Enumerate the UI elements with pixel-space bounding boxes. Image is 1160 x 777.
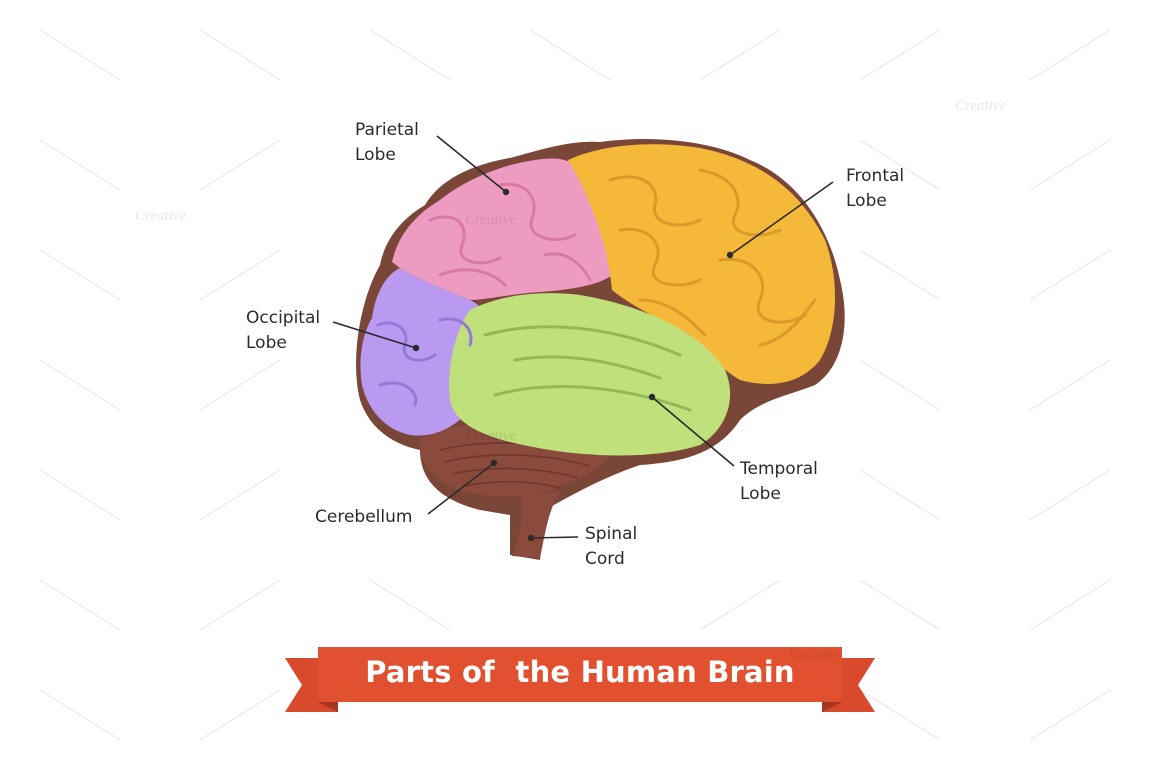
watermark-text: Creative (790, 646, 841, 663)
diagram-title: Parts of the Human Brain (330, 655, 830, 689)
watermark-text: Creative (135, 208, 186, 225)
label-cerebellum: Cerebellum (315, 505, 412, 530)
watermark-text: Creative (465, 212, 516, 229)
watermark-text: Creative (955, 98, 1006, 115)
watermark-text: Creative (465, 428, 516, 445)
spinal-leader (531, 537, 578, 538)
